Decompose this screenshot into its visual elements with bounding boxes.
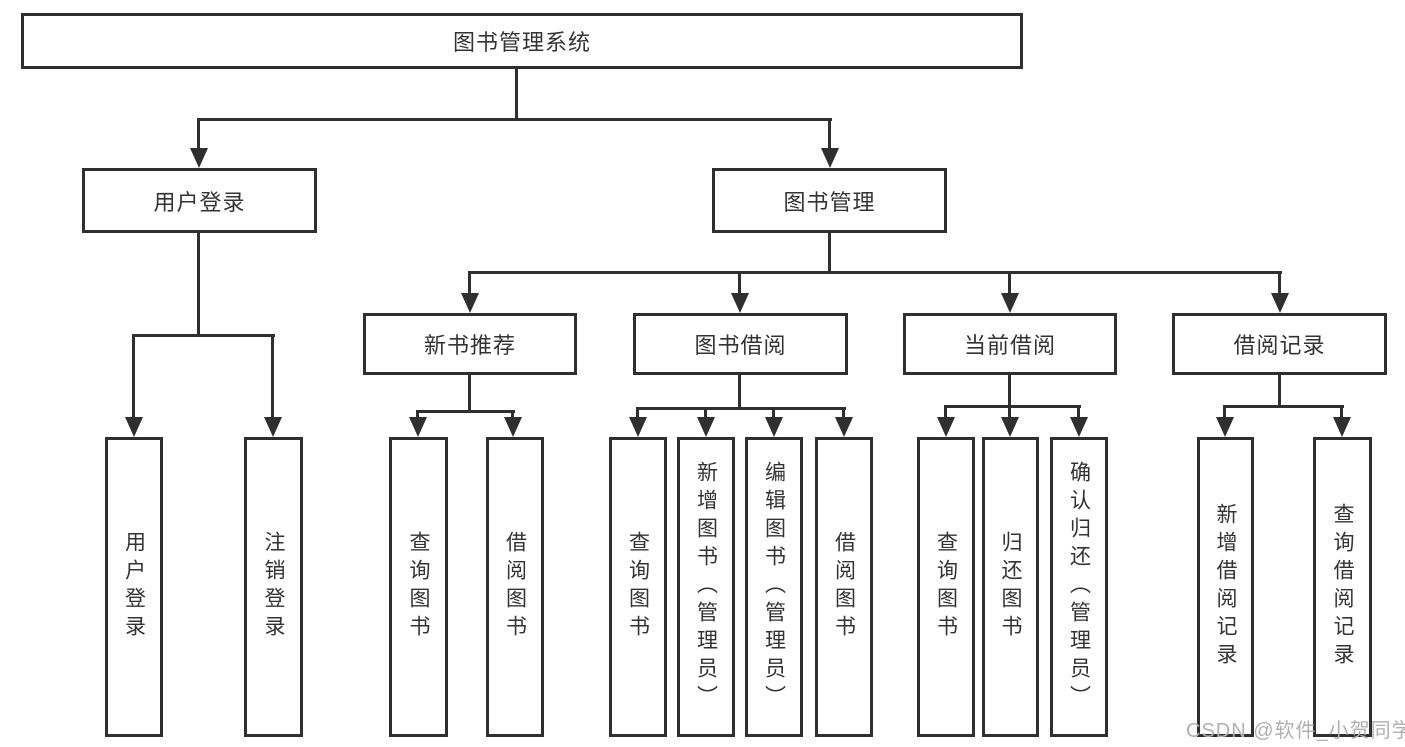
connector-level3-shaft	[738, 274, 741, 293]
arrow-down-icon	[461, 293, 479, 313]
arrow-down-icon	[1070, 417, 1088, 437]
leaf-query-borrow-record: 查询借阅记录	[1313, 437, 1372, 737]
node-book-borrow: 图书借阅	[633, 313, 848, 375]
connector-user-login-stub	[197, 233, 200, 334]
arrow-down-icon	[937, 417, 955, 437]
connector-current-borrow-bar	[944, 405, 1081, 408]
connector-book-mgmt-stub	[828, 233, 831, 271]
leaf-add-book-admin: 新增图书（管理员）	[677, 437, 735, 737]
arrow-down-icon	[835, 417, 853, 437]
connector-borrow-record-bar	[1223, 405, 1344, 408]
leaf-borrow-books-recommend: 借阅图书	[486, 437, 544, 737]
arrow-down-icon	[264, 417, 282, 437]
arrow-down-icon	[125, 417, 143, 437]
connector-leaf-shaft	[1340, 405, 1343, 417]
connector-leaf-shaft	[1077, 405, 1080, 417]
connector-leaf-shaft	[132, 337, 135, 417]
arrow-down-icon	[1333, 417, 1351, 437]
arrow-down-icon	[821, 148, 839, 168]
arrow-down-icon	[697, 417, 715, 437]
connector-new-book-bar	[416, 410, 515, 413]
connector-leaf-shaft	[704, 407, 707, 417]
connector-level3-shaft	[1008, 274, 1011, 293]
node-borrow-record: 借阅记录	[1172, 313, 1387, 375]
arrow-down-icon	[190, 148, 208, 168]
connector-leaf-shaft	[772, 407, 775, 417]
arrow-down-icon	[765, 417, 783, 437]
arrow-down-icon	[1001, 293, 1019, 313]
connector-leaf-shaft	[416, 410, 419, 417]
connector-leaf-shaft	[842, 407, 845, 417]
connector-new-book-stub	[468, 375, 471, 410]
connector-borrow-record-stub	[1278, 375, 1281, 405]
node-root: 图书管理系统	[21, 13, 1023, 69]
watermark-text: CSDN @软件_小贺同学	[1186, 720, 1405, 742]
connector-root-bar	[197, 118, 832, 121]
leaf-logout: 注销登录	[244, 437, 303, 737]
connector-leaf-shaft	[1223, 405, 1226, 417]
leaf-return-books: 归还图书	[982, 437, 1039, 737]
leaf-query-books-borrow: 查询图书	[609, 437, 667, 737]
arrow-down-icon	[504, 417, 522, 437]
connector-level3-shaft	[468, 274, 471, 293]
leaf-user-login: 用户登录	[105, 437, 163, 737]
connector-user-login-bar	[132, 334, 275, 337]
connector-leaf-shaft	[511, 410, 514, 417]
arrow-down-icon	[1271, 293, 1289, 313]
connector-leaf-shaft	[1008, 405, 1011, 417]
leaf-confirm-return-admin: 确认归还（管理员）	[1050, 437, 1108, 737]
arrow-down-icon	[629, 417, 647, 437]
connector-book-borrow-bar	[636, 407, 846, 410]
arrow-down-icon	[1001, 417, 1019, 437]
arrow-down-icon	[1216, 417, 1234, 437]
arrow-down-icon	[409, 417, 427, 437]
connector-user-login-shaft	[197, 121, 200, 148]
leaf-add-borrow-record: 新增借阅记录	[1197, 437, 1254, 737]
connector-leaf-shaft	[636, 407, 639, 417]
leaf-edit-book-admin: 编辑图书（管理员）	[745, 437, 803, 737]
connector-leaf-shaft	[944, 405, 947, 417]
connector-level3-shaft	[1278, 274, 1281, 293]
node-new-book-recommend: 新书推荐	[363, 313, 577, 375]
connector-book-borrow-stub	[738, 375, 741, 407]
leaf-query-books-recommend: 查询图书	[389, 437, 448, 737]
node-book-management: 图书管理	[712, 168, 947, 233]
connector-root-stub	[515, 69, 518, 118]
node-user-login: 用户登录	[82, 168, 317, 233]
leaf-query-books-current: 查询图书	[917, 437, 975, 737]
connector-book-mgmt-shaft	[828, 121, 831, 148]
leaf-borrow-books: 借阅图书	[815, 437, 873, 737]
arrow-down-icon	[731, 293, 749, 313]
connector-leaf-shaft	[271, 337, 274, 417]
connector-level3-bar	[468, 271, 1282, 274]
connector-current-borrow-stub	[1008, 375, 1011, 405]
node-current-borrow: 当前借阅	[903, 313, 1117, 375]
